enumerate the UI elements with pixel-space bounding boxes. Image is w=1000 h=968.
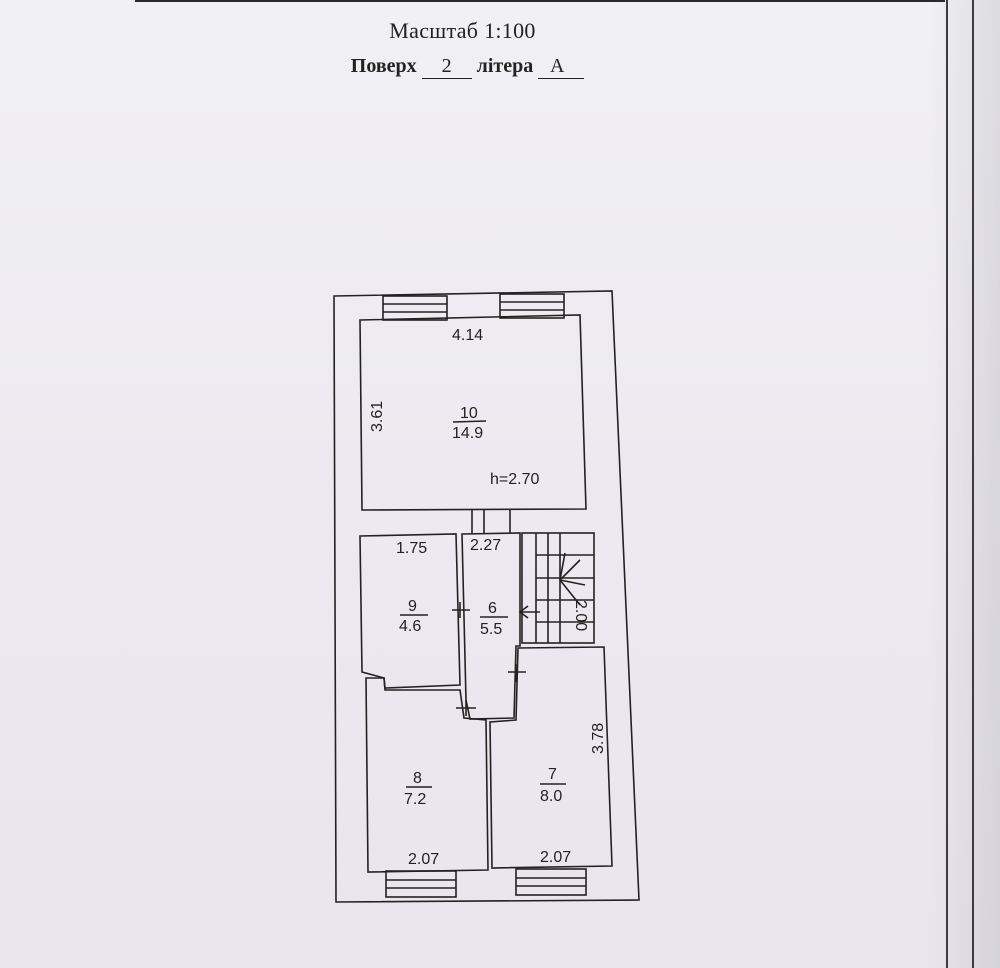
top-window-left — [382, 295, 448, 321]
floor-word: Поверх — [350, 55, 417, 77]
room-9-number: 9 — [408, 598, 417, 615]
room-9-width-dim: 1.75 — [396, 540, 427, 557]
door-ticks — [452, 602, 526, 716]
top-window-right — [499, 293, 565, 319]
height-note: h=2.70 — [490, 471, 539, 488]
floor-line: Поверх 2 літера А — [0, 55, 935, 79]
letter-value: А — [538, 55, 585, 79]
stair-width-dim: 2.00 — [572, 600, 589, 631]
page-shadow — [930, 0, 1000, 968]
room-8-number: 8 — [413, 770, 422, 787]
floor-number: 2 — [421, 55, 472, 79]
room-6-number: 6 — [488, 600, 497, 617]
door-room-10 — [471, 509, 511, 534]
room-6-area: 5.5 — [480, 621, 502, 638]
under-sheet-edge — [972, 0, 974, 968]
room-7-side-dim: 3.78 — [590, 723, 607, 754]
room-8-width-dim: 2.07 — [408, 851, 439, 868]
room-7-number: 7 — [548, 766, 557, 783]
outer-wall — [333, 290, 640, 903]
sheet-top-edge — [135, 0, 945, 2]
room-6-width-dim: 2.27 — [470, 537, 501, 554]
room-10-outline — [359, 314, 587, 511]
bottom-window-right — [515, 868, 587, 896]
letter-word: літера — [476, 55, 534, 77]
room-10-number: 10 — [460, 405, 478, 422]
room-8-area: 7.2 — [404, 791, 426, 808]
room-10-side-dim: 3.61 — [369, 401, 386, 432]
staircase — [518, 532, 595, 644]
room-8-outline — [365, 677, 489, 873]
room-7-width-dim: 2.07 — [540, 849, 571, 866]
room-10-fraction-bar — [452, 420, 487, 423]
sheet-right-edge — [946, 0, 948, 968]
scale-title: Масштаб 1:100 — [389, 18, 536, 43]
room-9-area: 4.6 — [399, 618, 421, 635]
room-10-area: 14.9 — [452, 425, 483, 442]
room-7-outline — [489, 646, 613, 869]
room-7-area: 8.0 — [540, 788, 562, 805]
room-10-width-dim: 4.14 — [452, 327, 483, 344]
bottom-window-left — [385, 870, 457, 898]
